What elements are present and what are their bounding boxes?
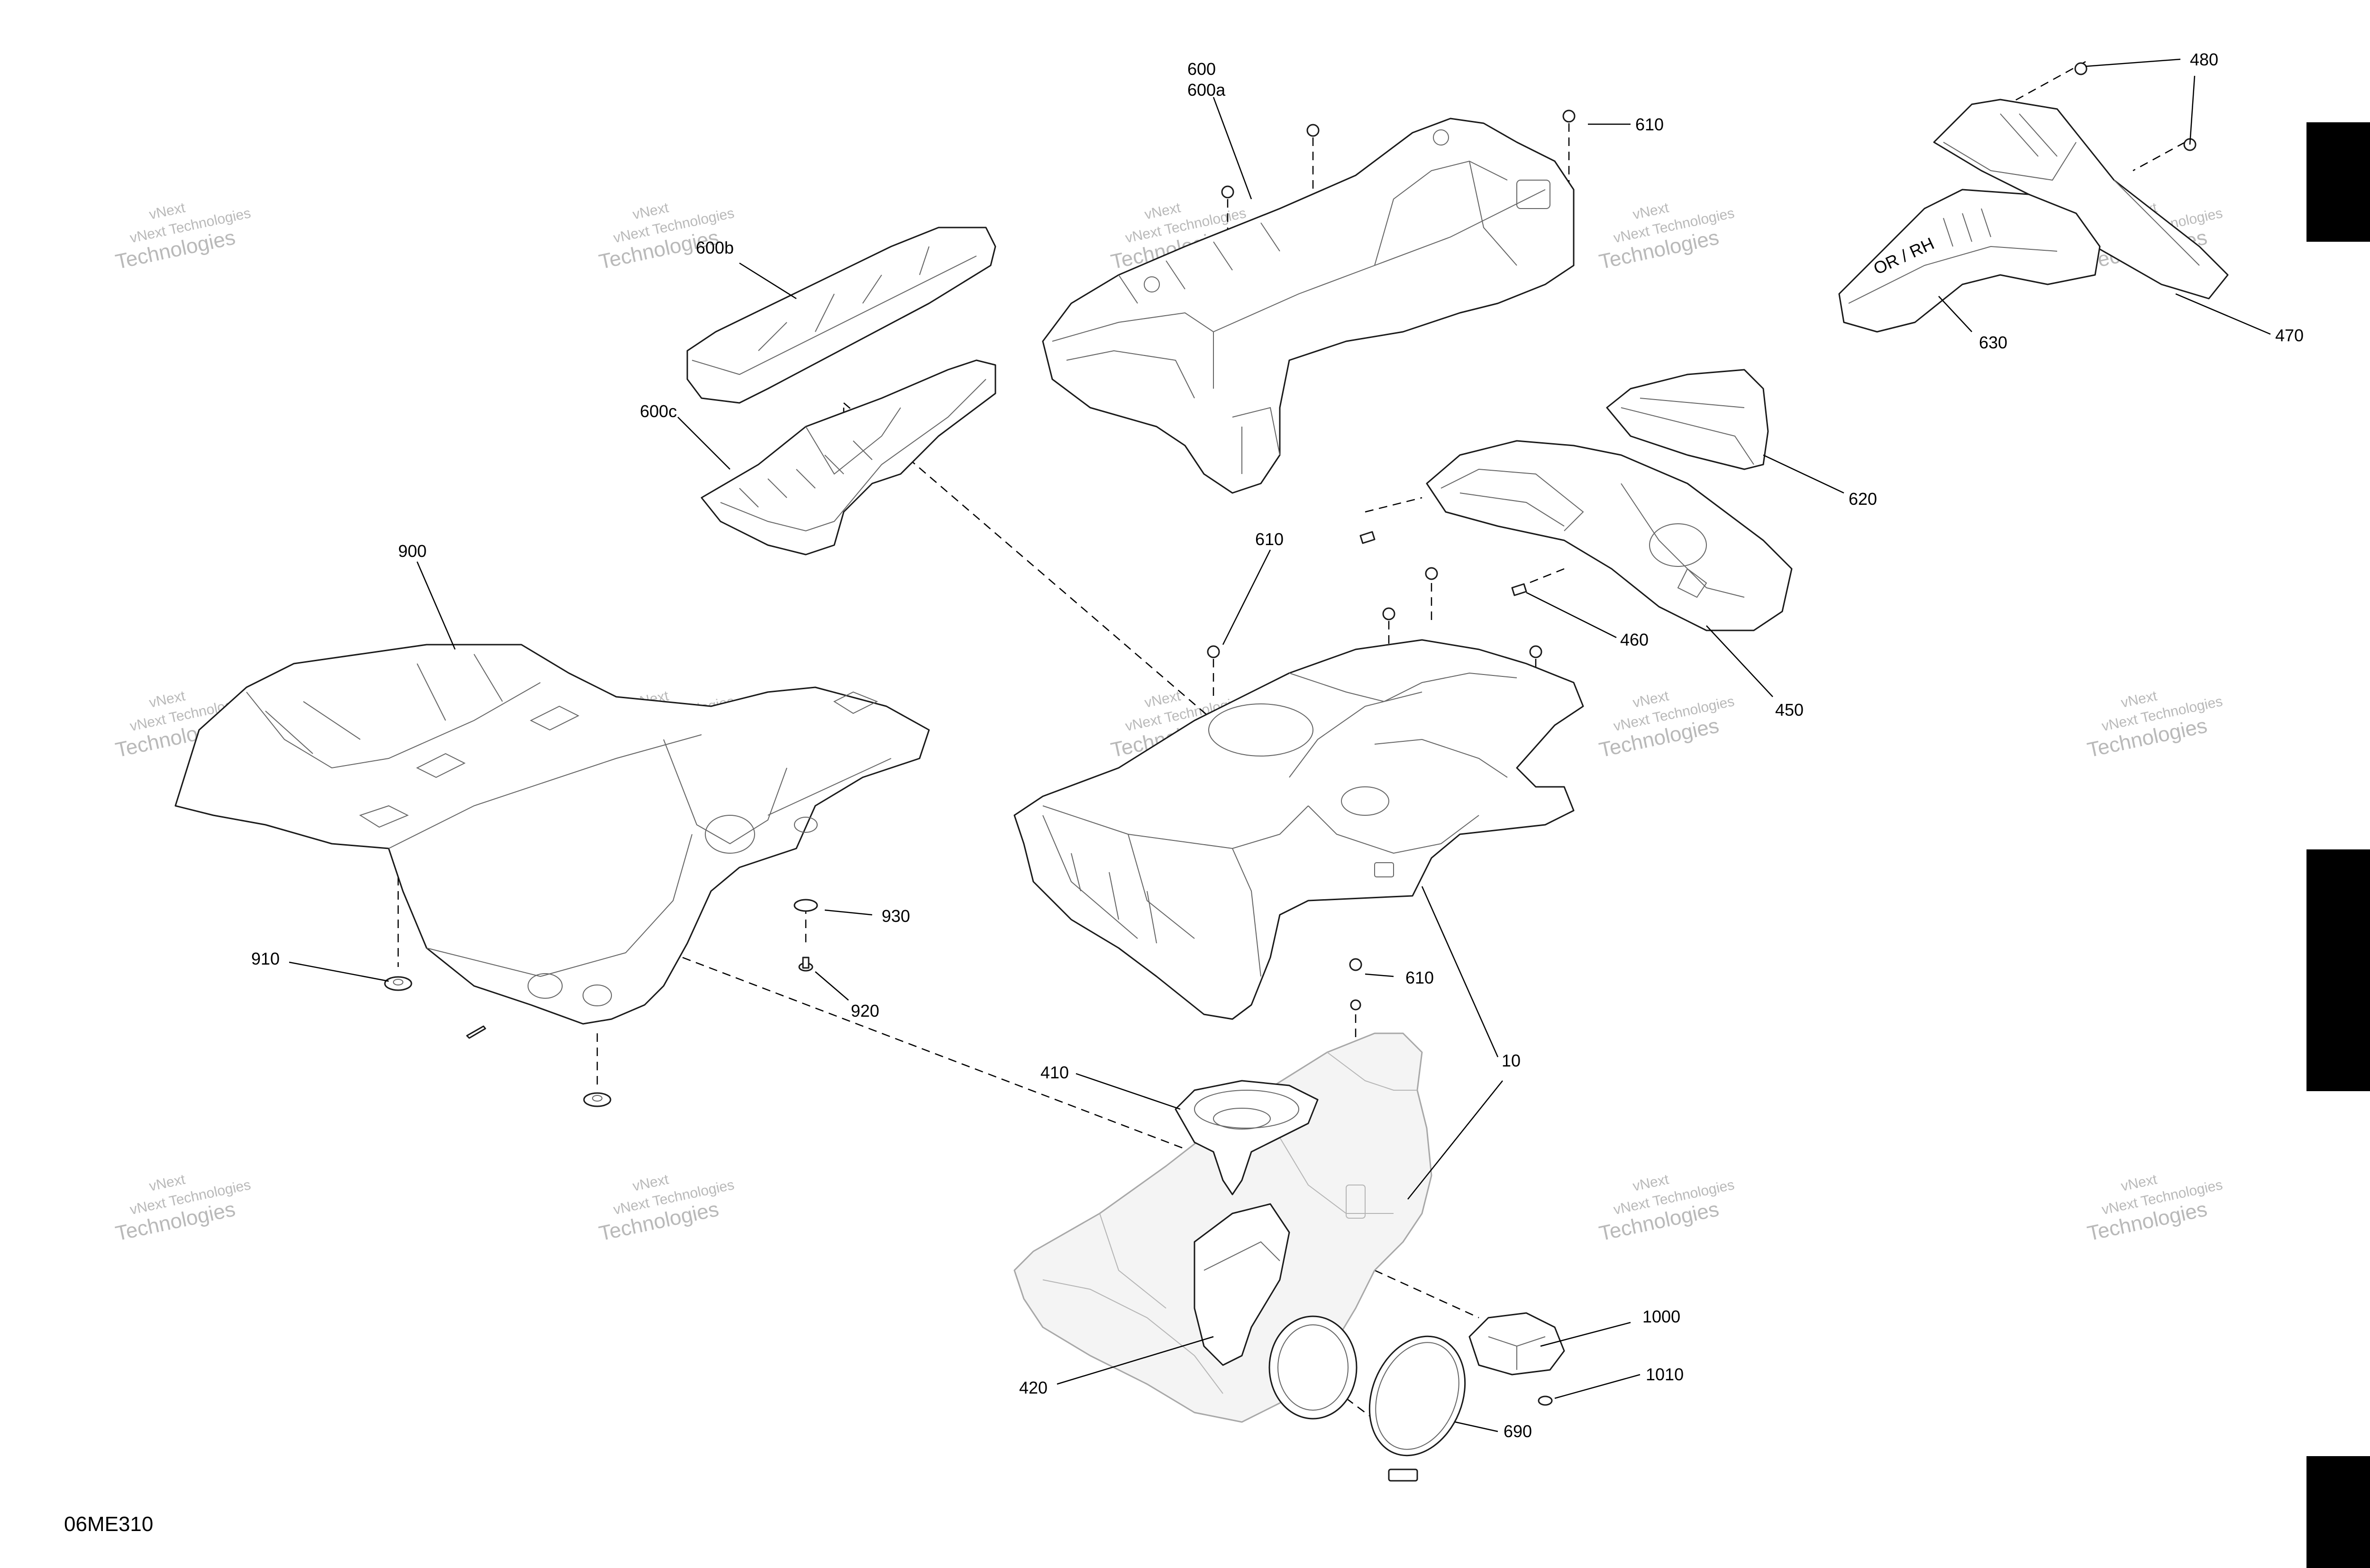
callout-600b: 600b <box>696 238 734 257</box>
watermark: vNext vNext Technologies Technologies <box>1597 200 1736 273</box>
callout-480: 480 <box>2190 50 2218 69</box>
leader-lines <box>289 58 2271 1432</box>
callout-470: 470 <box>2275 326 2304 345</box>
part-600c-frame <box>701 359 996 556</box>
part-10-main-housing <box>1013 639 1584 1020</box>
watermark: vNext vNext Technologies Technologies <box>597 1171 736 1245</box>
part-620-grille <box>1606 369 1769 470</box>
section-tab-middle <box>2306 849 2370 1091</box>
part-610-screws <box>1207 109 1576 1011</box>
callout-630: 630 <box>1979 333 2007 352</box>
callout-620: 620 <box>1849 489 1877 509</box>
callout-450: 450 <box>1775 700 1804 720</box>
part-600-upper-housing <box>1042 118 1575 494</box>
callout-410: 410 <box>1040 1063 1069 1082</box>
part-900-skid-plate <box>174 644 930 1025</box>
callout-600: 600 <box>1187 59 1216 79</box>
watermark: vNext vNext Technologies Technologies <box>113 200 252 273</box>
part-910-clips <box>384 976 611 1107</box>
part-930-washer <box>793 899 818 912</box>
callout-920: 920 <box>851 1001 879 1021</box>
callout-10: 10 <box>1502 1051 1521 1070</box>
watermark: vNext vNext Technologies Technologies <box>2085 1171 2224 1245</box>
drawing-reference: 06ME310 <box>64 1513 153 1536</box>
callout-610: 610 <box>1405 968 1434 987</box>
section-tab-bottom <box>2306 1456 2370 1568</box>
part-600b-pad <box>686 227 996 404</box>
part-920-screw <box>798 957 813 972</box>
part-420-lower-housing <box>1013 1032 1432 1423</box>
callout-labels: 600 600a 610 480 600b 600c 630 470 620 9… <box>251 50 2304 1441</box>
callout-910: 910 <box>251 949 280 968</box>
watermark: vNext vNext Technologies Technologies <box>1597 688 1736 762</box>
watermark: vNext vNext Technologies Technologies <box>1597 1171 1736 1245</box>
part-410-funnel <box>1175 1080 1319 1195</box>
callout-1000: 1000 <box>1642 1307 1680 1326</box>
callout-900: 900 <box>398 541 427 561</box>
part-450-side-cover <box>1426 440 1793 631</box>
callout-600a: 600a <box>1187 80 1226 100</box>
callout-1010: 1010 <box>1646 1365 1684 1384</box>
callout-600c: 600c <box>640 401 677 421</box>
part-1000-cap <box>1468 1312 1565 1376</box>
section-tab-top <box>2306 122 2370 242</box>
part-1010-screw <box>1538 1395 1553 1406</box>
watermark: vNext vNext Technologies Technologies <box>597 200 736 273</box>
watermark: vNext vNext Technologies Technologies <box>113 1171 252 1245</box>
callout-690: 690 <box>1504 1422 1532 1441</box>
callout-460: 460 <box>1620 630 1649 649</box>
part-630-duct: OR / RH <box>1838 189 2101 333</box>
callout-930: 930 <box>882 906 910 926</box>
watermark: vNext vNext Technologies Technologies <box>2085 688 2224 762</box>
part-480-screws <box>2074 62 2197 151</box>
part-690-clamp <box>1368 1335 1466 1482</box>
callout-610: 610 <box>1255 529 1284 549</box>
callout-420: 420 <box>1019 1378 1048 1397</box>
callout-610: 610 <box>1635 115 1664 134</box>
